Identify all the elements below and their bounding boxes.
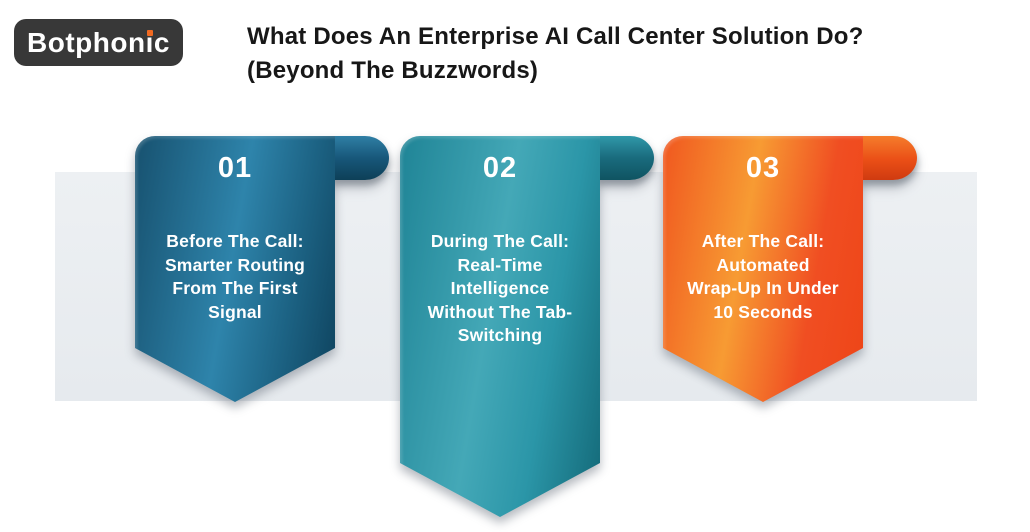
ribbon-curl-2 [597,136,654,180]
step-text-line: Real-Time [457,254,543,275]
page-title-line2: (Beyond The Buzzwords) [247,57,539,84]
ribbon-card-2: 02 During The Call: Real-Time Intelligen… [400,136,656,517]
ribbon-body-1: 01 Before The Call: Smarter Routing From… [135,136,335,402]
step-text-2: During The Call: Real-Time Intelligence … [408,230,592,348]
step-text-line: Signal [208,301,262,322]
ribbon-body-2: 02 During The Call: Real-Time Intelligen… [400,136,600,517]
step-text-line: Smarter Routing [164,254,306,275]
page-title-line1: What Does An Enterprise AI Call Center S… [247,23,864,50]
brand-logo-text-pre: Botphon [27,26,146,58]
ribbon-body-3: 03 After The Call: Automated Wrap-Up In … [663,136,863,402]
step-text-line: 10 Seconds [713,301,813,322]
step-text-line: During The Call: [430,231,570,251]
page-title: What Does An Enterprise AI Call Center S… [247,20,947,88]
ribbon-card-1: 01 Before The Call: Smarter Routing From… [135,136,391,402]
step-number-3: 03 [745,152,781,184]
step-text-1: Before The Call: Smarter Routing From Th… [143,230,327,324]
step-text-line: Automated [716,254,810,275]
step-text-line: Without The Tab- [427,301,573,322]
step-text-line: Switching [457,325,543,345]
step-number-1: 01 [217,152,253,184]
ribbon-card-3: 03 After The Call: Automated Wrap-Up In … [663,136,919,402]
step-text-line: Intelligence [450,278,550,298]
step-text-line: From The First [172,278,298,298]
step-number-2: 02 [482,152,518,184]
brand-logo-text-post: c [153,26,170,58]
brand-logo-letter-i: i [145,26,154,58]
ribbon-curl-1 [332,136,389,180]
step-text-line: Before The Call: [166,231,304,251]
step-text-line: After The Call: [701,231,825,251]
step-text-line: Wrap-Up In Under [687,278,839,298]
ribbon-curl-3 [860,136,917,180]
brand-logo-orange-dot [146,29,153,36]
step-text-3: After The Call: Automated Wrap-Up In Und… [671,230,855,324]
